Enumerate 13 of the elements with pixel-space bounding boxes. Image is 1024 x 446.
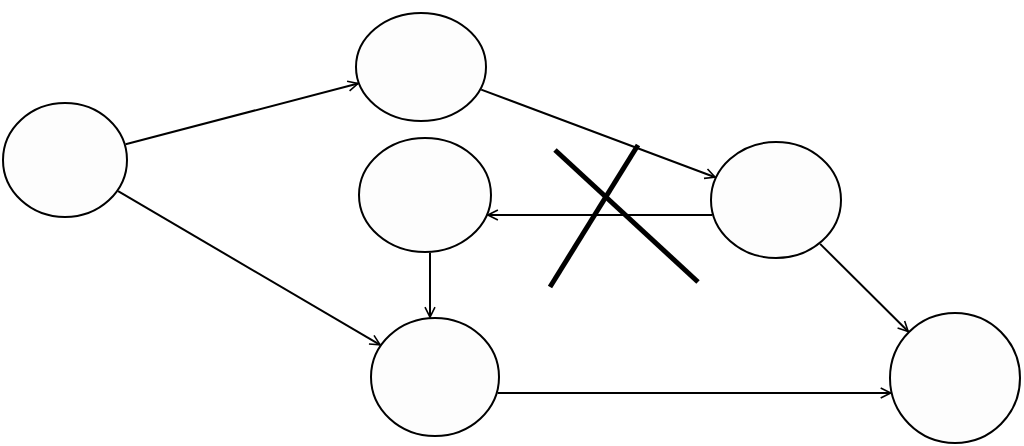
ellipse-node xyxy=(2,102,128,218)
ellipse-node xyxy=(889,312,1021,444)
arrow xyxy=(117,190,382,346)
arrow xyxy=(496,387,892,399)
arrow xyxy=(480,88,717,180)
arrow xyxy=(124,80,359,146)
ellipse-node xyxy=(370,317,500,437)
ellipse-node xyxy=(710,141,842,259)
ellipse-node xyxy=(358,137,492,253)
arrow xyxy=(486,209,714,221)
arrow xyxy=(424,251,436,319)
ellipse-node xyxy=(355,12,487,122)
arrow xyxy=(819,242,910,333)
